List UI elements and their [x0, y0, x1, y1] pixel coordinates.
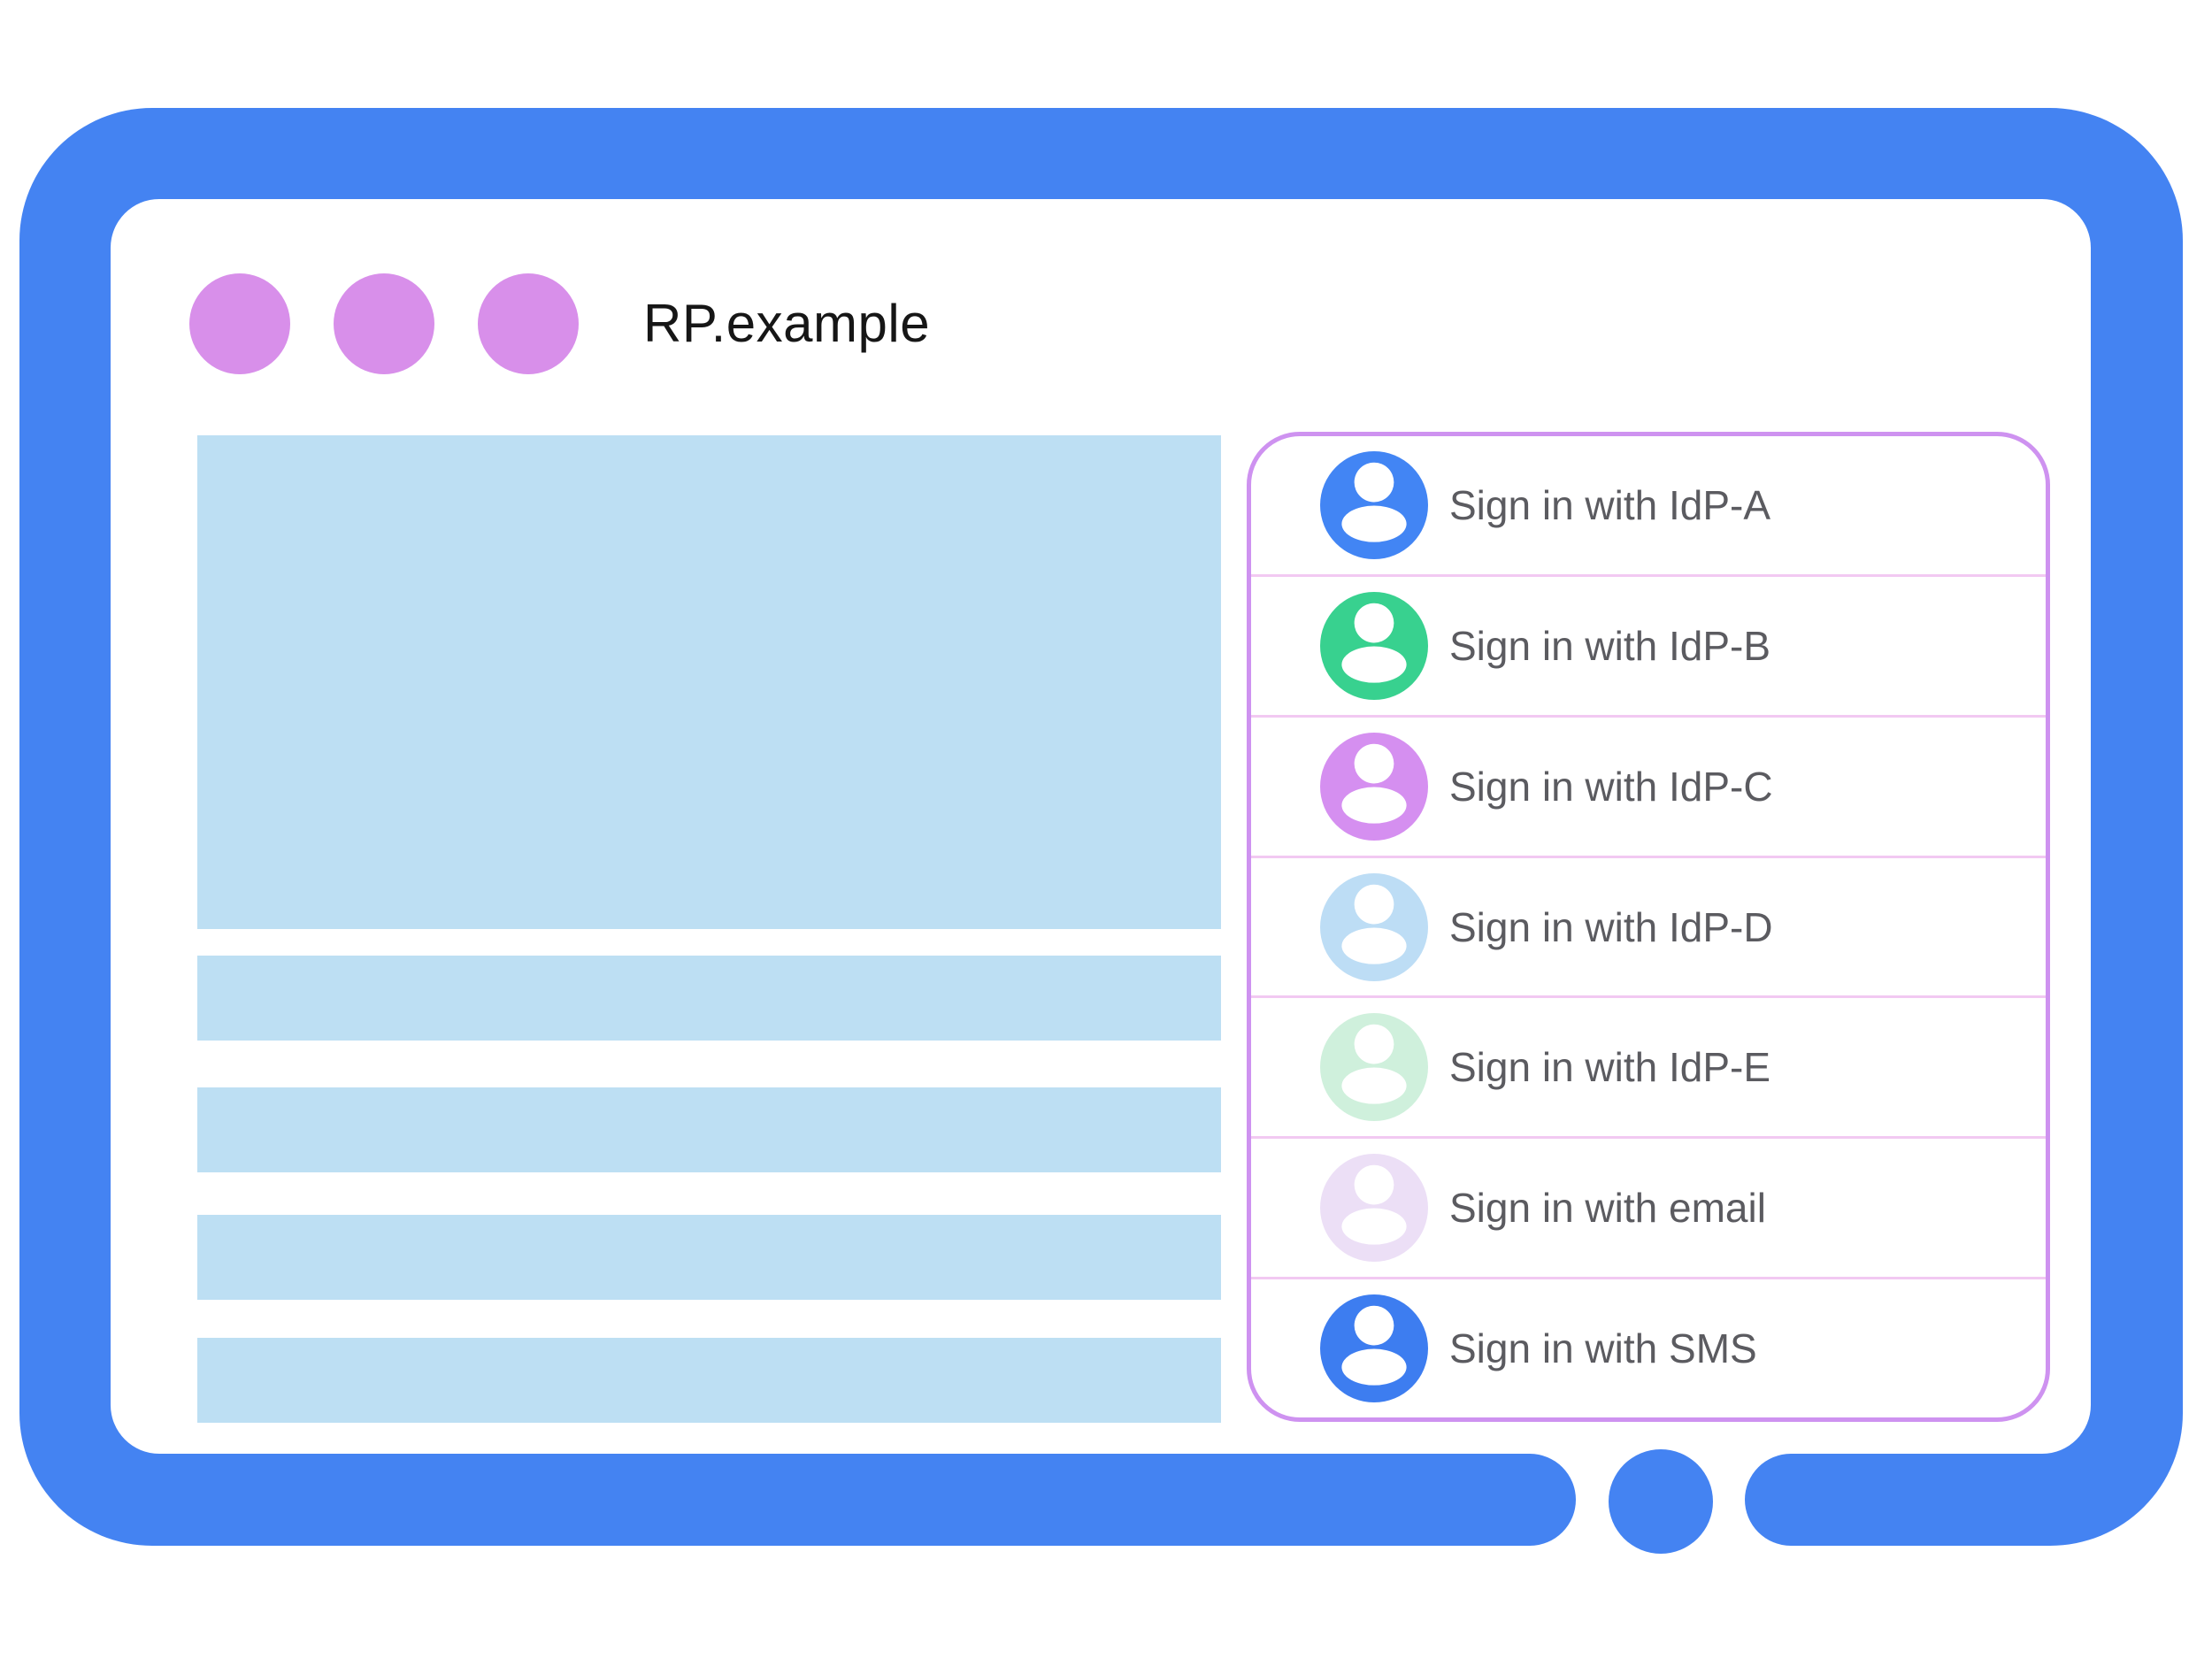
content-placeholder-line [197, 1087, 1221, 1172]
signin-option[interactable]: Sign in with IdP-E [1251, 995, 2046, 1136]
content-placeholder-line [197, 1338, 1221, 1423]
signin-option-label: Sign in with IdP-A [1449, 481, 1771, 528]
signin-option-label: Sign in with IdP-C [1449, 763, 1773, 810]
signin-option[interactable]: Sign in with SMS [1251, 1277, 2046, 1417]
person-icon [1341, 743, 1407, 824]
person-icon [1341, 884, 1407, 964]
person-icon [1341, 1025, 1407, 1105]
user-avatar-icon [1320, 872, 1428, 981]
window-control-dot[interactable] [478, 273, 579, 374]
person-icon [1341, 603, 1407, 683]
signin-option[interactable]: Sign in with IdP-A [1251, 436, 2046, 574]
user-avatar-icon [1320, 450, 1428, 559]
signin-option[interactable]: Sign in with IdP-B [1251, 573, 2046, 715]
content-placeholder-line [197, 956, 1221, 1041]
person-icon [1341, 1164, 1407, 1245]
user-avatar-icon [1320, 1154, 1428, 1263]
person-icon [1341, 462, 1407, 542]
content-placeholder-line [197, 1215, 1221, 1300]
signin-option-label: Sign in with IdP-E [1449, 1044, 1771, 1091]
content-placeholder-hero [197, 435, 1221, 929]
user-avatar-icon [1320, 732, 1428, 841]
user-avatar-icon [1320, 1294, 1428, 1403]
user-avatar-icon [1320, 591, 1428, 700]
device-button-circle [1609, 1449, 1713, 1554]
signin-option-label: Sign in with IdP-D [1449, 903, 1773, 950]
page-title: RP.example [643, 294, 931, 353]
user-avatar-icon [1320, 1013, 1428, 1122]
window-control-dot[interactable] [334, 273, 434, 374]
person-icon [1341, 1305, 1407, 1386]
signin-option-label: Sign in with SMS [1449, 1325, 1757, 1372]
window-control-dot[interactable] [189, 273, 290, 374]
signin-option[interactable]: Sign in with IdP-C [1251, 714, 2046, 856]
bottom-bar-left-cap [1484, 1454, 1576, 1546]
signin-option-label: Sign in with IdP-B [1449, 622, 1771, 669]
bottom-bar-right-cap [1745, 1454, 1837, 1546]
signin-option-label: Sign in with email [1449, 1185, 1766, 1232]
signin-option[interactable]: Sign in with IdP-D [1251, 855, 2046, 996]
signin-panel: Sign in with IdP-A Sign in with IdP-B Si… [1247, 432, 2050, 1422]
signin-option[interactable]: Sign in with email [1251, 1136, 2046, 1277]
